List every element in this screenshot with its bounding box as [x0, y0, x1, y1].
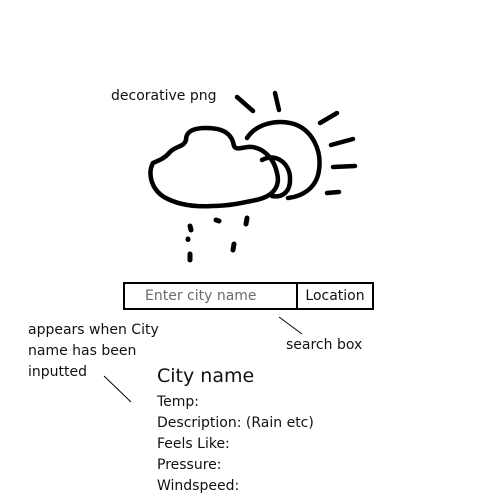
sun-ray: [328, 136, 356, 148]
cloud-icon: [148, 125, 281, 209]
raindrop: [243, 215, 250, 227]
search-box-pointer-line: [278, 316, 303, 335]
search-box: Location: [123, 282, 374, 310]
sun-ray: [272, 90, 282, 113]
description-label: Description: (Rain etc): [157, 415, 314, 431]
cloud-sun-rain-icon: [148, 90, 358, 263]
temp-label: Temp:: [157, 394, 200, 410]
cloud-back-puff: [259, 155, 293, 199]
raindrop: [230, 241, 237, 253]
location-button[interactable]: Location: [296, 284, 372, 308]
raindrops: [185, 215, 250, 263]
sun-ray: [324, 189, 342, 196]
search-box-annotation: search box: [286, 337, 363, 353]
pressure-label: Pressure:: [157, 457, 222, 473]
sun-ray: [330, 163, 358, 170]
decorative-png-annotation: decorative png: [111, 88, 217, 104]
feels-like-label: Feels Like:: [157, 436, 230, 452]
raindrop: [187, 223, 194, 233]
raindrop: [213, 217, 222, 224]
weather-result-panel: City name Temp: Description: (Rain etc) …: [157, 362, 314, 497]
city-name-heading: City name: [157, 365, 255, 387]
windspeed-label: Windspeed:: [157, 478, 240, 494]
appears-when-annotation: appears when City name has been inputted: [28, 322, 159, 380]
sun-ray: [317, 110, 340, 126]
sun-icon: [244, 119, 322, 201]
city-name-input[interactable]: [125, 284, 296, 308]
sun-ray: [234, 94, 256, 114]
